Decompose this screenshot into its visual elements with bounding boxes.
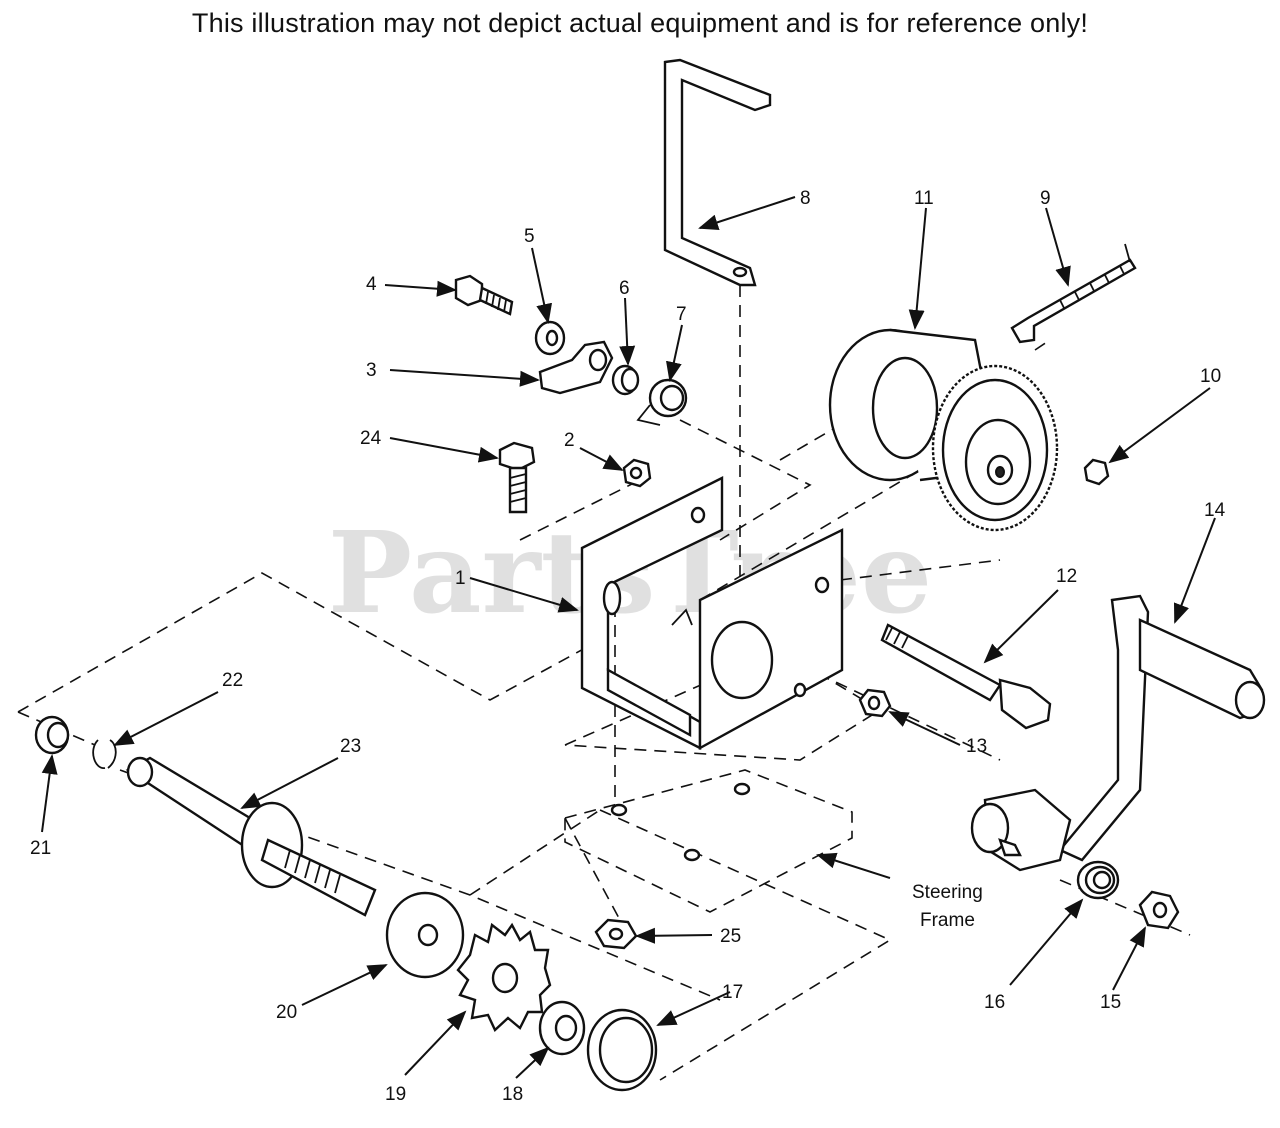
cable-9 [1010,243,1137,344]
callout-9: 9 [1040,188,1051,209]
callout-15: 15 [1100,992,1121,1013]
callout-16: 16 [984,992,1005,1013]
bearing-17 [586,1008,658,1092]
hex-nut-10 [1083,458,1110,486]
bushing-21 [34,715,70,755]
sprocket-19 [456,922,552,1032]
crank-handle-14 [970,594,1266,872]
washer-18 [538,1000,586,1056]
callout-8: 8 [800,188,811,209]
callout-25: 25 [720,926,741,947]
callout-labels: 1 2 3 4 5 6 7 8 9 10 11 12 13 14 15 16 1… [30,188,1226,1105]
callout-5: 5 [524,226,535,247]
callout-21: 21 [30,838,51,859]
steering-frame-label-line1: Steering [912,882,983,903]
carriage-bolt-12 [880,623,1052,730]
hex-nut-13 [858,688,892,718]
bushing-6 [611,364,640,396]
callout-19: 19 [385,1084,406,1105]
pawl-3 [538,340,614,395]
callout-18: 18 [502,1084,523,1105]
callout-12: 12 [1056,566,1077,587]
callout-20: 20 [276,1002,297,1023]
flat-washer-20 [385,891,465,979]
callout-1: 1 [455,568,466,589]
steering-frame-plate [564,769,853,913]
mounting-bracket [580,476,844,751]
callout-7: 7 [676,304,687,325]
callout-3: 3 [366,360,377,381]
callout-13: 13 [966,736,987,757]
pinion-shaft-23 [125,756,377,917]
lock-washer-5 [534,320,566,356]
hex-bolt-24 [498,441,536,514]
callout-11: 11 [914,188,934,209]
callout-4: 4 [366,274,377,295]
torsion-spring-7 [636,378,688,426]
flange-nut-25 [594,918,638,950]
spring-16 [1076,860,1120,900]
hex-nut-2 [622,458,652,488]
hex-bolt-4 [454,274,514,316]
brake-rod [663,58,772,287]
callout-10: 10 [1200,366,1221,387]
callout-23: 23 [340,736,361,757]
callout-14: 14 [1204,500,1226,521]
steering-frame-label-line2: Frame [920,910,975,931]
callout-6: 6 [619,278,630,299]
winch-drum-gear-11 [828,328,1059,532]
retaining-clip-22 [92,739,117,769]
callout-24: 24 [360,428,382,449]
disclaimer-text: This illustration may not depict actual … [191,8,1089,38]
leader-lines [41,196,1216,1079]
callout-2: 2 [564,430,575,451]
lock-nut-15 [1138,890,1180,930]
callout-17: 17 [722,982,743,1003]
callout-22: 22 [222,670,243,691]
